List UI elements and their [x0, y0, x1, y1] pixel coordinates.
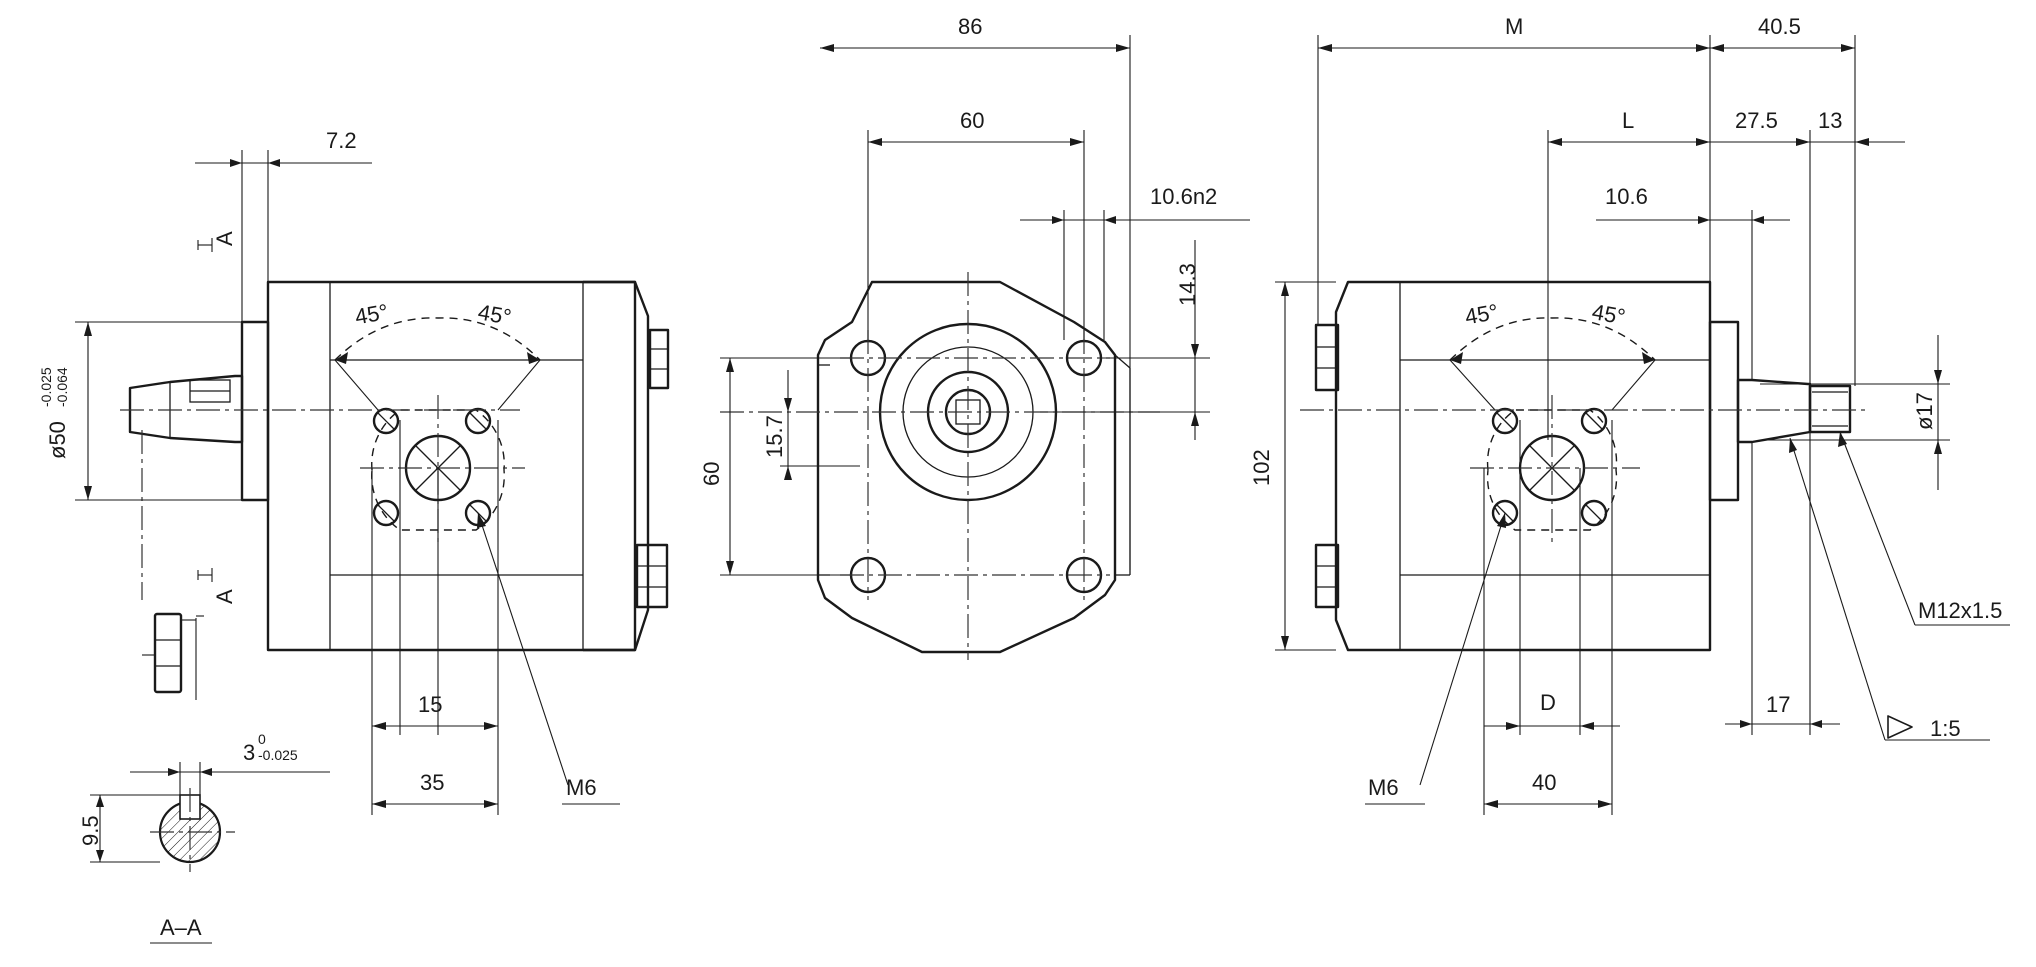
right-angle-a-label: 45° — [1463, 299, 1500, 329]
section-key-lower: -0.025 — [258, 747, 298, 763]
dim-m-label: M — [1505, 14, 1523, 39]
dim-60-side-label: 60 — [699, 462, 724, 486]
left-shaft — [128, 374, 244, 444]
right-taper-shaft — [1736, 378, 1812, 444]
dim-10-6n2-label: 10.6n2 — [1150, 184, 1217, 209]
dim-27-5-label: 27.5 — [1735, 108, 1778, 133]
dim-dia50-label: ø50 — [45, 421, 70, 459]
section-a-a: 3 0 -0.025 9.5 A–A — [78, 731, 330, 944]
dim-14-3-label: 14.3 — [1175, 263, 1200, 306]
left-nut-bottom — [635, 543, 669, 609]
dim-d-label: D — [1540, 690, 1556, 715]
thread-m6-left-label: M6 — [566, 775, 597, 800]
dim-17-label: 17 — [1766, 692, 1790, 717]
section-mark-bottom: A — [212, 589, 237, 604]
dim-dia50-lower: -0.064 — [54, 367, 70, 407]
taper-triangle-icon — [1887, 715, 1913, 739]
left-flange — [240, 320, 270, 502]
dim-l-label: L — [1622, 108, 1634, 133]
section-key-height: 9.5 — [78, 815, 103, 846]
section-key-width: 3 — [243, 740, 255, 765]
left-angle-b-label: 45° — [476, 299, 513, 329]
section-arrow-top: A — [197, 231, 237, 252]
left-rear-cover — [583, 280, 650, 652]
dim-13-label: 13 — [1818, 108, 1842, 133]
right-thread-end — [1808, 384, 1852, 434]
section-mark-top: A — [212, 231, 237, 246]
dim-dia50-group: ø50 -0.025 -0.064 — [38, 367, 70, 459]
taper-ratio-label: 1:5 — [1930, 716, 1961, 741]
right-body-outline — [1334, 280, 1712, 652]
dim-40-5-label: 40.5 — [1758, 14, 1801, 39]
front-view: 86 60 10.6n2 14.3 60 15.7 — [699, 14, 1250, 660]
front-body-outline — [816, 280, 1117, 654]
right-side-view: 45° 45° M 40.5 L 27.5 13 1 — [1249, 14, 2010, 815]
dim-dia17-label: ø17 — [1912, 392, 1937, 430]
dim-86-label: 86 — [958, 14, 982, 39]
left-side-view: 45° 45° 7.2 ø50 -0.025 -0.064 A — [38, 128, 670, 815]
right-nut-top — [1314, 323, 1340, 392]
right-angle-b-label: 45° — [1590, 299, 1627, 329]
right-flange — [1708, 320, 1740, 502]
dim-60-top-label: 60 — [960, 108, 984, 133]
dim-7-2-label: 7.2 — [326, 128, 357, 153]
right-bolt-hole — [1491, 407, 1519, 435]
dim-10-6-label: 10.6 — [1605, 184, 1648, 209]
dim-15-label: 15 — [418, 692, 442, 717]
thread-m12-label: M12x1.5 — [1918, 598, 2002, 623]
left-angle-a-label: 45° — [353, 299, 390, 329]
thread-m6-right-label: M6 — [1368, 775, 1399, 800]
section-key-upper: 0 — [258, 731, 266, 747]
dim-102-label: 102 — [1249, 449, 1274, 486]
left-bolt-hole — [372, 407, 400, 435]
dim-15-7-label: 15.7 — [762, 415, 787, 458]
dim-35-label: 35 — [420, 770, 444, 795]
left-nut-top — [648, 328, 670, 390]
shaft-end-detail — [153, 612, 183, 694]
right-nut-bottom — [1314, 543, 1340, 609]
dim-dia50-upper: -0.025 — [38, 367, 54, 407]
section-label: A–A — [160, 915, 202, 940]
dim-40-label: 40 — [1532, 770, 1556, 795]
left-body-outline — [266, 280, 637, 652]
section-arrow-bottom: A — [197, 568, 237, 604]
